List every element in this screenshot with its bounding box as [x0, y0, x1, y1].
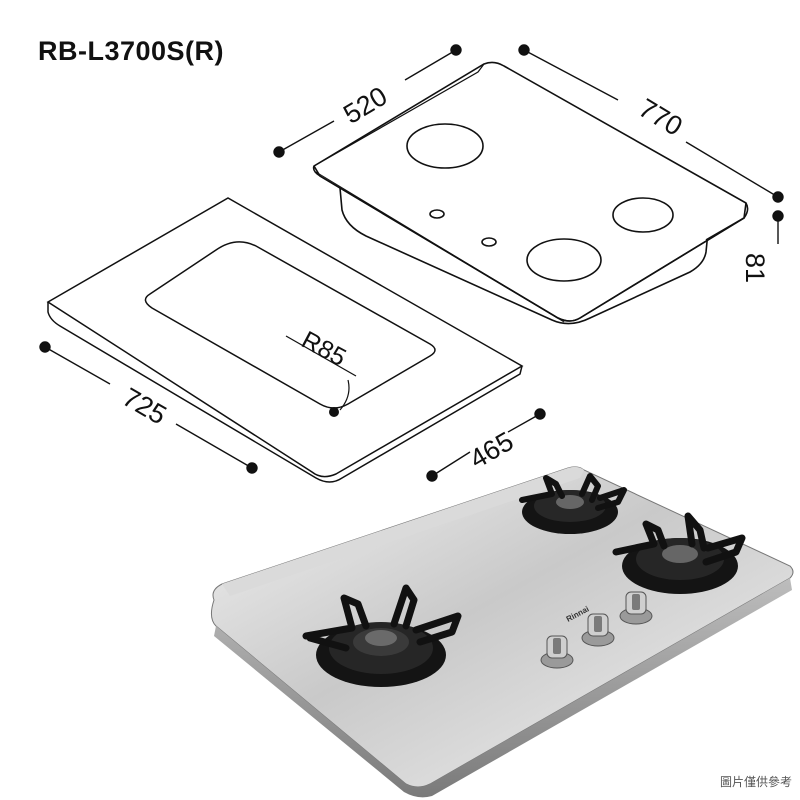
- burner-right-back: [519, 473, 627, 534]
- burner-hole-right-front: [526, 238, 602, 282]
- model-title: RB-L3700S(R): [38, 36, 225, 66]
- hob-back-lip: [222, 466, 584, 596]
- dim-465-label: 465: [464, 426, 518, 475]
- control-knob-1: [540, 635, 574, 669]
- corner-radius-center: [329, 407, 339, 417]
- knob-hole-2: [481, 237, 497, 247]
- dim-725-label: 725: [117, 382, 171, 431]
- dim-465: [426, 408, 546, 482]
- burner-hole-right-back: [612, 197, 674, 233]
- control-knob-3: [619, 591, 653, 625]
- dim-81: [772, 210, 784, 244]
- dim-520-label: 520: [338, 81, 392, 130]
- dim-81-label: 81: [740, 253, 770, 283]
- dim-725: [39, 341, 258, 474]
- hob-front-lip-lower: [315, 171, 565, 323]
- control-knob-2: [581, 613, 615, 647]
- burner-left: [302, 584, 462, 687]
- board-top: [46, 197, 524, 478]
- burner-hole-left: [406, 123, 484, 169]
- knob-hole-1: [429, 209, 445, 219]
- product-photo: Rinnai: [210, 466, 794, 798]
- dim-770-label: 770: [634, 93, 688, 142]
- dim-770: [518, 44, 784, 203]
- cutout-inner-corner: [339, 379, 350, 411]
- hob-back-edge: [313, 63, 485, 167]
- disclaimer-text: 圖片僅供參考: [719, 775, 792, 789]
- cutout-opening: [144, 241, 436, 409]
- corner-radius-leader: [285, 335, 357, 377]
- hob-steel-lip: [214, 578, 792, 798]
- hob-side-edge: [705, 202, 747, 241]
- board-front-edge: [47, 302, 523, 483]
- cutout-board-drawing: [46, 197, 524, 483]
- dim-520: [273, 44, 462, 158]
- hob-outline-drawing: [312, 61, 749, 325]
- burner-right-front: [612, 512, 746, 594]
